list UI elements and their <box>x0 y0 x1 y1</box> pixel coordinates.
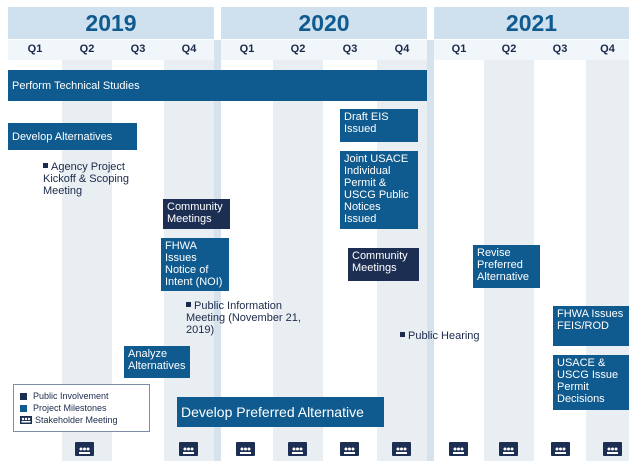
quarter-label: Q1 <box>239 43 255 55</box>
quarter-row <box>8 40 629 60</box>
community-meetings-2020: Community Meetings <box>348 248 419 281</box>
technical-studies-bar: Perform Technical Studies <box>8 70 427 101</box>
usace-decisions-milestone: USACE & USCG Issue Permit Decisions <box>553 355 629 410</box>
legend-project-milestones: Project Milestones <box>20 403 143 413</box>
year-2020: 2020 <box>221 7 427 39</box>
quarter-label: Q4 <box>600 43 615 55</box>
year-2021: 2021 <box>434 7 629 39</box>
milestone-bullet-icon <box>400 332 405 337</box>
quarter-label: Q3 <box>130 43 146 55</box>
milestone-bullet-icon <box>43 163 48 168</box>
year-2019: 2019 <box>8 7 214 39</box>
legend-stakeholder-meeting: Stakeholder Meeting <box>20 415 143 425</box>
people-group-icon <box>551 442 570 456</box>
draft-eis-milestone: Draft EIS Issued <box>340 109 418 142</box>
quarter-label: Q3 <box>552 43 568 55</box>
legend-public-involvement: Public Involvement <box>20 391 143 401</box>
quarter-label: Q3 <box>342 43 358 55</box>
people-group-icon <box>288 442 307 456</box>
people-group-icon <box>449 442 468 456</box>
fhwa-feis-milestone: FHWA Issues FEIS/ROD <box>553 306 629 346</box>
quarter-label: Q2 <box>290 43 306 55</box>
people-group-icon <box>392 442 411 456</box>
people-group-icon <box>603 442 622 456</box>
agency-kickoff-note: Agency Project Kickoff & Scoping Meeting <box>43 161 130 197</box>
quarter-label: Q2 <box>501 43 517 55</box>
people-group-icon <box>20 416 32 424</box>
public-involvement-swatch <box>20 392 27 400</box>
quarter-label: Q1 <box>451 43 467 55</box>
analyze-alternatives-bar: Analyze Alternatives <box>124 346 190 378</box>
legend: Public Involvement Project Milestones St… <box>13 384 150 432</box>
quarter-label: Q4 <box>394 43 410 55</box>
revise-preferred-milestone: Revise Preferred Alternative <box>473 245 540 288</box>
people-group-icon <box>340 442 359 456</box>
community-meetings-2019: Community Meetings <box>163 199 230 229</box>
fhwa-noi-milestone: FHWA Issues Notice of Intent (NOI) <box>161 238 229 291</box>
people-group-icon <box>179 442 198 456</box>
develop-alternatives-bar: Develop Alternatives <box>8 123 137 150</box>
people-group-icon <box>499 442 518 456</box>
quarter-label: Q4 <box>181 43 197 55</box>
milestone-bullet-icon <box>186 302 191 307</box>
people-group-icon <box>236 442 255 456</box>
quarter-label: Q1 <box>27 43 43 55</box>
public-information-note: Public Information Meeting (November 21,… <box>186 300 301 336</box>
year-divider <box>427 40 434 461</box>
project-milestones-swatch <box>20 404 27 412</box>
joint-notices-milestone: Joint USACE Individual Permit & USCG Pub… <box>340 151 418 229</box>
public-hearing-note: Public Hearing <box>400 330 500 342</box>
develop-preferred-bar: Develop Preferred Alternative <box>177 397 384 427</box>
people-group-icon <box>75 442 94 456</box>
quarter-label: Q2 <box>79 43 95 55</box>
column-2020-q2 <box>273 60 323 461</box>
